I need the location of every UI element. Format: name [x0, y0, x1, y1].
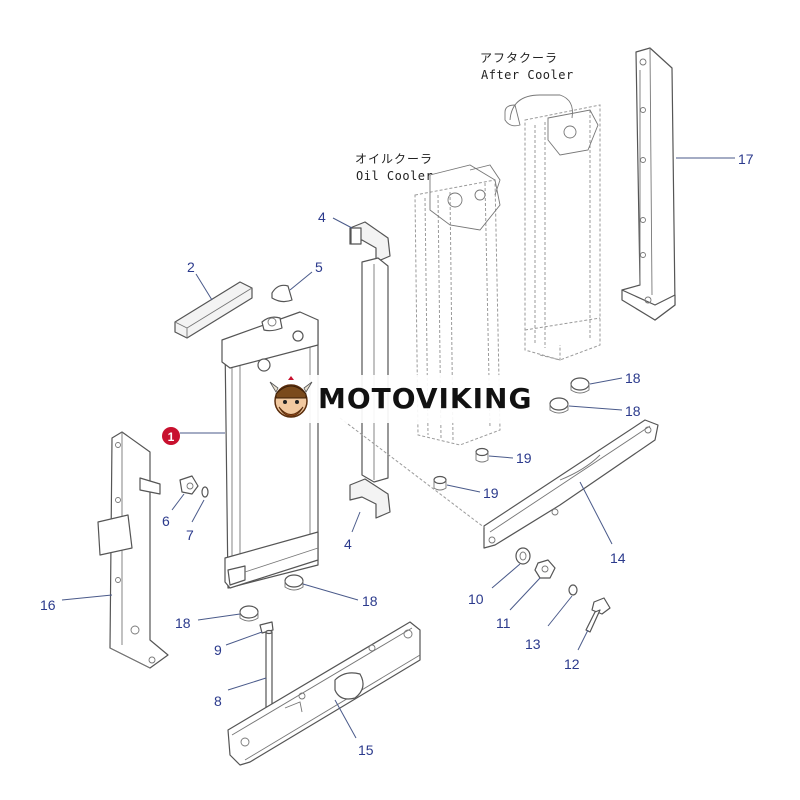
callout-18-left: 18	[175, 615, 191, 631]
part-1-radiator	[221, 311, 319, 589]
callout-14: 14	[610, 550, 626, 566]
oil-cooler-label-jp: オイルクーラ	[355, 152, 433, 166]
part-2-bar	[174, 281, 253, 339]
part-14-lower-bracket	[483, 419, 659, 549]
callout-17: 17	[738, 151, 754, 167]
leader-19a	[488, 455, 514, 459]
leader-6	[171, 493, 185, 511]
callout-6: 6	[162, 513, 170, 529]
callout-8: 8	[214, 693, 222, 709]
leader-16	[61, 594, 113, 601]
part-18-cushion-center	[284, 574, 304, 591]
leader-11	[509, 577, 541, 611]
leader-14	[579, 481, 613, 545]
after-cooler-label-jp: アフタクーラ	[480, 51, 558, 65]
part-18-cushion-mid	[549, 397, 569, 414]
callout-18-upper: 18	[625, 370, 641, 386]
leader-4a	[332, 217, 353, 229]
callout-10: 10	[468, 591, 484, 607]
leader-15	[334, 699, 357, 739]
leader-18a	[589, 377, 623, 385]
part-17-side-bracket	[621, 47, 676, 321]
part-19-spacer-lower	[433, 475, 447, 491]
callout-18-center: 18	[362, 593, 378, 609]
leader-18c	[197, 613, 241, 621]
leader-4b	[351, 511, 361, 533]
callout-4-lower: 4	[344, 536, 352, 552]
leader-12	[577, 629, 589, 651]
part-13-lock-washer	[568, 584, 578, 596]
leader-13	[547, 595, 573, 627]
callout-18-mid: 18	[625, 403, 641, 419]
callout-1: 1	[168, 430, 175, 444]
brand-watermark: MOTOVIKING	[262, 375, 534, 423]
callout-13: 13	[525, 636, 541, 652]
part-19-spacer-upper	[475, 447, 489, 463]
callout-16: 16	[40, 597, 56, 613]
callout-4-upper: 4	[318, 209, 326, 225]
leader-18b	[568, 405, 623, 411]
oil-cooler-label-en: Oil Cooler	[356, 169, 433, 183]
leader-19b	[446, 484, 481, 493]
part-18-cushion-upper	[570, 377, 590, 394]
leader-10	[491, 563, 521, 589]
leader-5	[289, 271, 313, 291]
part-4-lower-mount	[349, 478, 391, 519]
callout-19-lower: 19	[483, 485, 499, 501]
callout-7: 7	[186, 527, 194, 543]
part-6-drain-cock	[179, 475, 199, 495]
viking-mascot-icon	[269, 376, 313, 418]
part-11-nut	[534, 559, 556, 579]
part-5-cap	[271, 284, 293, 303]
guide-line	[339, 417, 486, 529]
part-18-cushion-left	[239, 605, 259, 622]
after-cooler-core	[504, 94, 601, 361]
callout-15: 15	[358, 742, 374, 758]
callout-1-marker	[162, 427, 180, 445]
callout-11: 11	[496, 615, 511, 631]
after-cooler-label-en: After Cooler	[481, 68, 574, 82]
part-7-o-ring	[201, 486, 209, 498]
callout-2: 2	[187, 259, 195, 275]
brand-name: MOTOVIKING	[318, 382, 533, 415]
part-16-side-bracket	[97, 431, 169, 669]
callout-9: 9	[214, 642, 222, 658]
part-10-washer	[515, 547, 531, 565]
part-8-rod	[265, 629, 273, 715]
callout-12: 12	[564, 656, 580, 672]
part-12-bolt	[585, 597, 611, 633]
part-4-upper-mount	[349, 221, 391, 263]
leader-2	[195, 273, 213, 301]
leader-18d	[302, 583, 359, 601]
leader-7	[191, 499, 205, 523]
leader-9	[225, 631, 263, 646]
part-15-lower-bracket	[227, 621, 421, 766]
seal-strip	[361, 257, 389, 483]
leader-8	[227, 677, 267, 691]
callout-19-upper: 19	[516, 450, 532, 466]
callout-5: 5	[315, 259, 323, 275]
